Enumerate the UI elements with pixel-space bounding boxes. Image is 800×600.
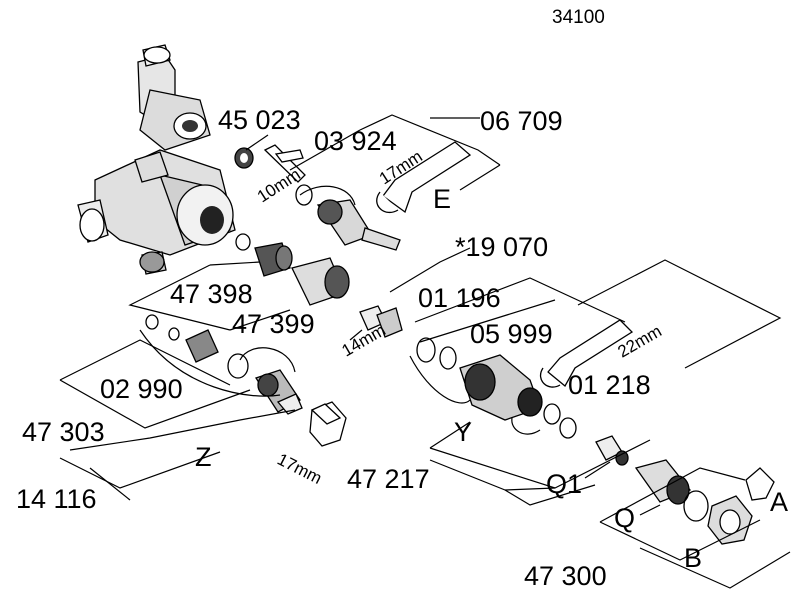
label-14mm: 14mm	[339, 320, 389, 360]
small-o-ring	[235, 233, 251, 251]
label-47399: 47 399	[232, 309, 315, 339]
label-10mm: 10mm	[254, 165, 304, 207]
o-ring-b	[683, 490, 709, 522]
valve-body	[77, 44, 236, 275]
hex-key-03924	[263, 144, 306, 183]
label-q: Q	[614, 503, 635, 533]
seal-ring-45023	[234, 147, 254, 169]
filter-screen-02990	[185, 329, 219, 363]
sleeve-q	[634, 459, 692, 505]
label-02990: 02 990	[100, 374, 183, 404]
spring-47398	[254, 242, 293, 277]
label-q1: Q1	[546, 469, 582, 499]
o-ring-top	[295, 184, 313, 206]
label-05999: 05 999	[470, 319, 553, 349]
leader-lines	[59, 114, 791, 589]
clip-a	[745, 467, 775, 501]
o-ring-05999-b	[439, 346, 457, 370]
sleeve-47399	[291, 257, 350, 306]
spindle-14mm	[359, 305, 403, 338]
label-47398: 47 398	[170, 279, 253, 309]
label-17mm-bottom: 17mm	[274, 450, 325, 488]
o-ring-small-a	[145, 314, 159, 330]
check-valve-47303	[254, 369, 303, 415]
wrench-17mm-top	[376, 141, 472, 214]
label-47300: 47 300	[524, 561, 607, 591]
label-01218: 01 218	[568, 370, 651, 400]
label-01196: 01 196	[418, 283, 501, 313]
drawing-number: 34100	[552, 7, 605, 28]
label-19070: *19 070	[455, 232, 548, 262]
label-group-y: Y	[454, 417, 472, 447]
o-ring-small-b	[168, 327, 180, 341]
wrench-22mm	[539, 319, 634, 388]
label-45023: 45 023	[218, 105, 301, 135]
o-ring-large-z	[227, 353, 249, 379]
label-03924: 03 924	[314, 126, 397, 156]
o-ring-05999-a	[416, 337, 436, 363]
label-06709: 06 709	[480, 106, 563, 136]
nut-b	[707, 495, 753, 545]
label-a: A	[770, 487, 788, 517]
spindle-q1	[595, 435, 629, 466]
cartridge-top	[316, 199, 401, 251]
label-47303: 47 303	[22, 417, 105, 447]
label-group-z: Z	[195, 442, 212, 472]
label-b: B	[684, 543, 702, 573]
o-ring-01218-b	[559, 417, 577, 439]
label-47217: 47 217	[347, 464, 430, 494]
label-tool-e: E	[433, 184, 451, 214]
thermostatic-cartridge-47217	[459, 354, 543, 421]
o-ring-01218-a	[543, 403, 561, 425]
label-14116: 14 116	[16, 484, 97, 514]
hex-socket-17mm	[309, 401, 347, 447]
